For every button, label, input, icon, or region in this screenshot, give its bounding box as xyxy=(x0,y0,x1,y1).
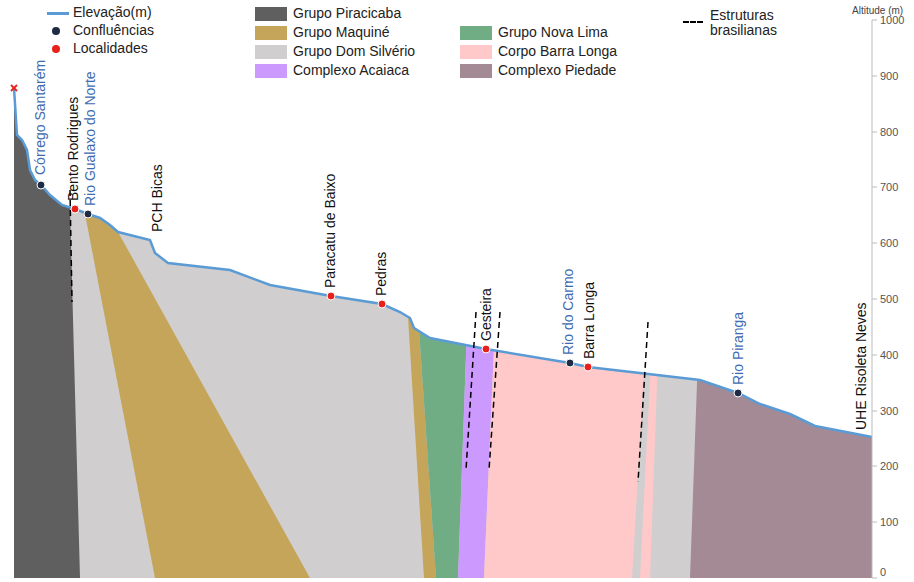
river-label: Rio Gualaxo do Norte xyxy=(83,71,98,206)
tick-label: 400 xyxy=(880,349,898,361)
tick-label: 300 xyxy=(880,405,898,417)
legend-swatch xyxy=(255,7,287,21)
tick-label: 500 xyxy=(880,293,898,305)
legend-text: Localidades xyxy=(73,41,148,56)
legend-dot xyxy=(52,27,60,35)
legend-swatch xyxy=(460,45,492,59)
place-label: Pedras xyxy=(374,252,389,296)
tick-label: 0 xyxy=(880,566,886,578)
tick-label: 1000 xyxy=(880,14,904,26)
place-label: Paracatu de Baixo xyxy=(323,174,338,288)
legend-text: Complexo Acaiaca xyxy=(293,63,409,78)
source-marker xyxy=(11,85,17,91)
legend-text: Elevação(m) xyxy=(73,5,152,20)
structure-lines xyxy=(70,190,648,482)
legend-dot xyxy=(52,45,60,53)
legend-dash-sample xyxy=(683,21,703,23)
legend-swatch xyxy=(255,26,287,40)
place-label: Barra Longa xyxy=(582,282,597,359)
legend-text: Grupo Piracicaba xyxy=(293,6,401,21)
legend-swatch xyxy=(460,64,492,78)
legend-line-sample xyxy=(47,12,69,15)
stream-label: Córrego Santarém xyxy=(33,60,48,175)
axis xyxy=(872,20,877,578)
river-label: Rio do Carmo xyxy=(561,269,576,355)
legend-swatch xyxy=(255,45,287,59)
legend-swatch xyxy=(255,64,287,78)
place-label: Bento Rodrigues xyxy=(66,97,81,201)
legend-text: Confluências xyxy=(73,23,154,38)
tick-label: 600 xyxy=(880,237,898,249)
legend-text: Corpo Barra Longa xyxy=(498,44,617,59)
tick-label: 900 xyxy=(880,70,898,82)
plant-label: PCH Bicas xyxy=(150,164,165,232)
legend-text: Grupo Dom Silvério xyxy=(293,44,415,59)
point-markers xyxy=(37,181,742,397)
dam-label: UHE Risoleta Neves xyxy=(854,302,869,430)
elevation-line xyxy=(14,88,872,437)
place-label: Gesteira xyxy=(479,288,494,341)
legend-text: Grupo Maquiné xyxy=(293,25,390,40)
legend-swatch xyxy=(460,26,492,40)
tick-label: 200 xyxy=(880,460,898,472)
tick-label: 800 xyxy=(880,126,898,138)
tick-label: 100 xyxy=(880,516,898,528)
legend-text: Estruturas brasilianas xyxy=(710,8,805,39)
tick-label: 700 xyxy=(880,181,898,193)
legend-text: Complexo Piedade xyxy=(498,63,616,78)
legend-text: Grupo Nova Lima xyxy=(498,25,608,40)
river-label: Rio Piranga xyxy=(731,312,746,385)
